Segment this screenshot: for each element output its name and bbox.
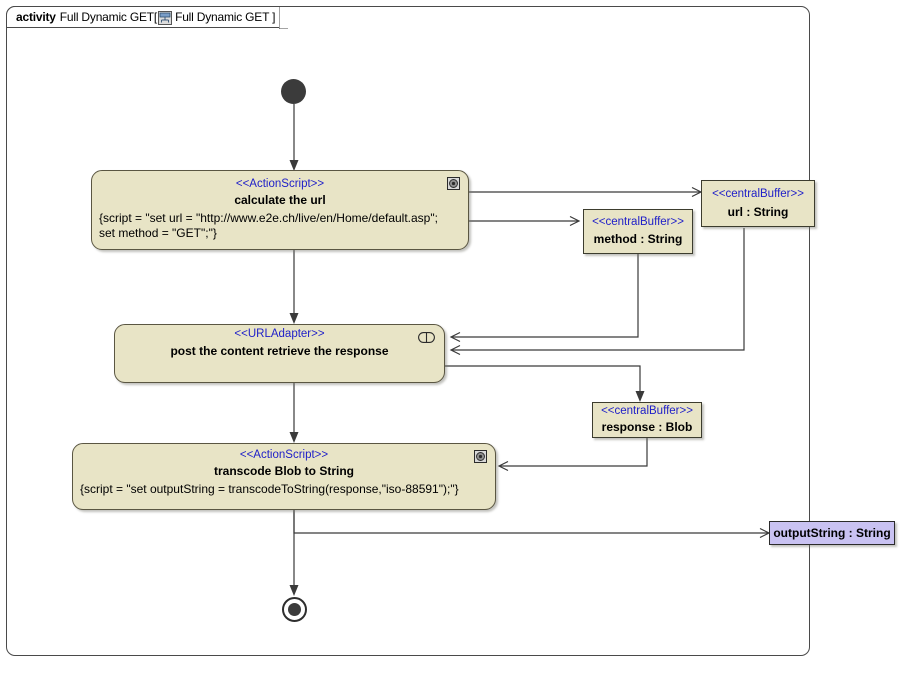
activity-diagram-icon	[158, 11, 173, 25]
action-stereotype: <<URLAdapter>>	[234, 328, 325, 340]
action-transcode-blob-to-string[interactable]: <<ActionScript>> transcode Blob to Strin…	[72, 443, 496, 510]
action-name: post the content retrieve the response	[170, 344, 389, 358]
action-stereotype: <<ActionScript>>	[239, 449, 329, 461]
initial-node[interactable]	[281, 79, 306, 104]
activity-final-node-core	[288, 603, 301, 616]
buffer-name: response : Blob	[601, 420, 693, 434]
activity-frame-tab: activity Full Dynamic GET[ Full Dynamic …	[6, 6, 280, 28]
script-icon	[474, 450, 487, 463]
action-post-content-retrieve-response[interactable]: <<URLAdapter>> post the content retrieve…	[114, 324, 445, 383]
activity-frame	[6, 6, 810, 656]
script-icon	[447, 177, 460, 190]
action-name: transcode Blob to String	[213, 464, 354, 478]
action-stereotype: <<ActionScript>>	[235, 178, 325, 190]
buffer-stereotype: <<centralBuffer>>	[592, 216, 684, 228]
action-calculate-the-url[interactable]: <<ActionScript>> calculate the url {scri…	[91, 170, 469, 250]
frame-title: Full Dynamic GET[	[59, 10, 158, 24]
action-name: calculate the url	[234, 193, 326, 207]
action-script-line-2: set method = "GET";"}	[99, 226, 217, 240]
central-buffer-method[interactable]: <<centralBuffer>> method : String	[583, 209, 693, 254]
adapter-pin-icon	[418, 330, 435, 343]
frame-title-bracket: Full Dynamic GET ]	[175, 10, 276, 24]
buffer-stereotype: <<centralBuffer>>	[712, 188, 804, 200]
frame-keyword: activity	[16, 10, 56, 24]
central-buffer-response[interactable]: <<centralBuffer>> response : Blob	[592, 402, 702, 438]
buffer-stereotype: <<centralBuffer>>	[601, 405, 693, 417]
action-script-line-1: {script = "set outputString = transcodeT…	[80, 482, 459, 496]
buffer-name: url : String	[727, 205, 789, 219]
buffer-name: method : String	[593, 232, 683, 246]
central-buffer-url[interactable]: <<centralBuffer>> url : String	[701, 180, 815, 227]
activity-parameter-outputstring[interactable]: outputString : String	[769, 521, 895, 545]
parameter-name: outputString : String	[773, 526, 891, 540]
action-script-line-1: {script = "set url = "http://www.e2e.ch/…	[99, 211, 438, 225]
